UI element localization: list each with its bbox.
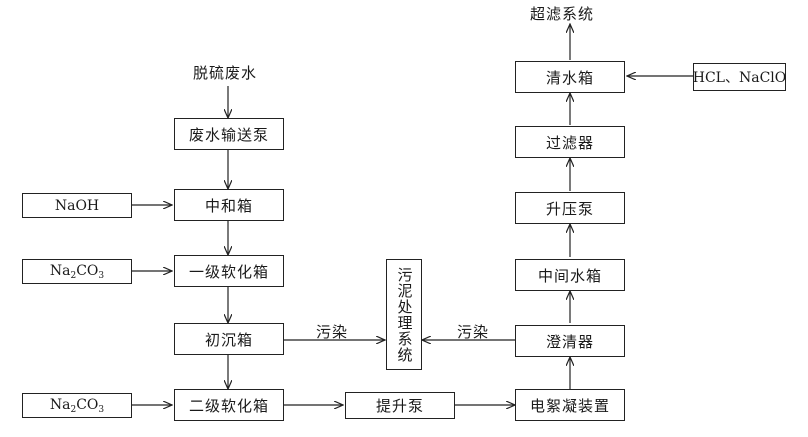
- box-booster-pump: 升压泵: [515, 192, 625, 224]
- box-wastewater-pump: 废水输送泵: [174, 118, 284, 150]
- sludge-system-text: 污泥处理系统: [395, 266, 414, 363]
- box-lift-pump: 提升泵: [345, 392, 455, 419]
- box-clear-water-tank: 清水箱: [515, 61, 625, 93]
- box-filter: 过滤器: [515, 126, 625, 158]
- box-primary-softener: 一级软化箱: [174, 255, 284, 287]
- na2co3-text: Na2CO3: [49, 396, 105, 415]
- box-settling-tank: 初沉箱: [174, 323, 284, 355]
- box-electroflocculation-device: 电絮凝装置: [515, 389, 625, 421]
- box-naoh: NaOH: [22, 193, 132, 218]
- box-intermediate-tank: 中间水箱: [515, 259, 625, 291]
- box-hcl-naclo: HCL、NaClO: [693, 63, 786, 91]
- label-ultrafiltration-system: 超滤系统: [530, 5, 595, 23]
- na2co3-text: Na2CO3: [49, 262, 105, 281]
- box-clarifier: 澄清器: [515, 325, 625, 357]
- box-secondary-softener: 二级软化箱: [174, 389, 284, 421]
- label-desulfurization-wastewater: 脱硫废水: [193, 64, 258, 82]
- box-neutralization-tank: 中和箱: [174, 189, 284, 221]
- label-sludge-right: 污染: [457, 323, 490, 341]
- box-sludge-treatment-system: 污泥处理系统: [386, 259, 422, 370]
- box-na2co3-secondary: Na2CO3: [22, 393, 132, 418]
- box-na2co3-primary: Na2CO3: [22, 259, 132, 284]
- label-sludge-left: 污染: [316, 323, 349, 341]
